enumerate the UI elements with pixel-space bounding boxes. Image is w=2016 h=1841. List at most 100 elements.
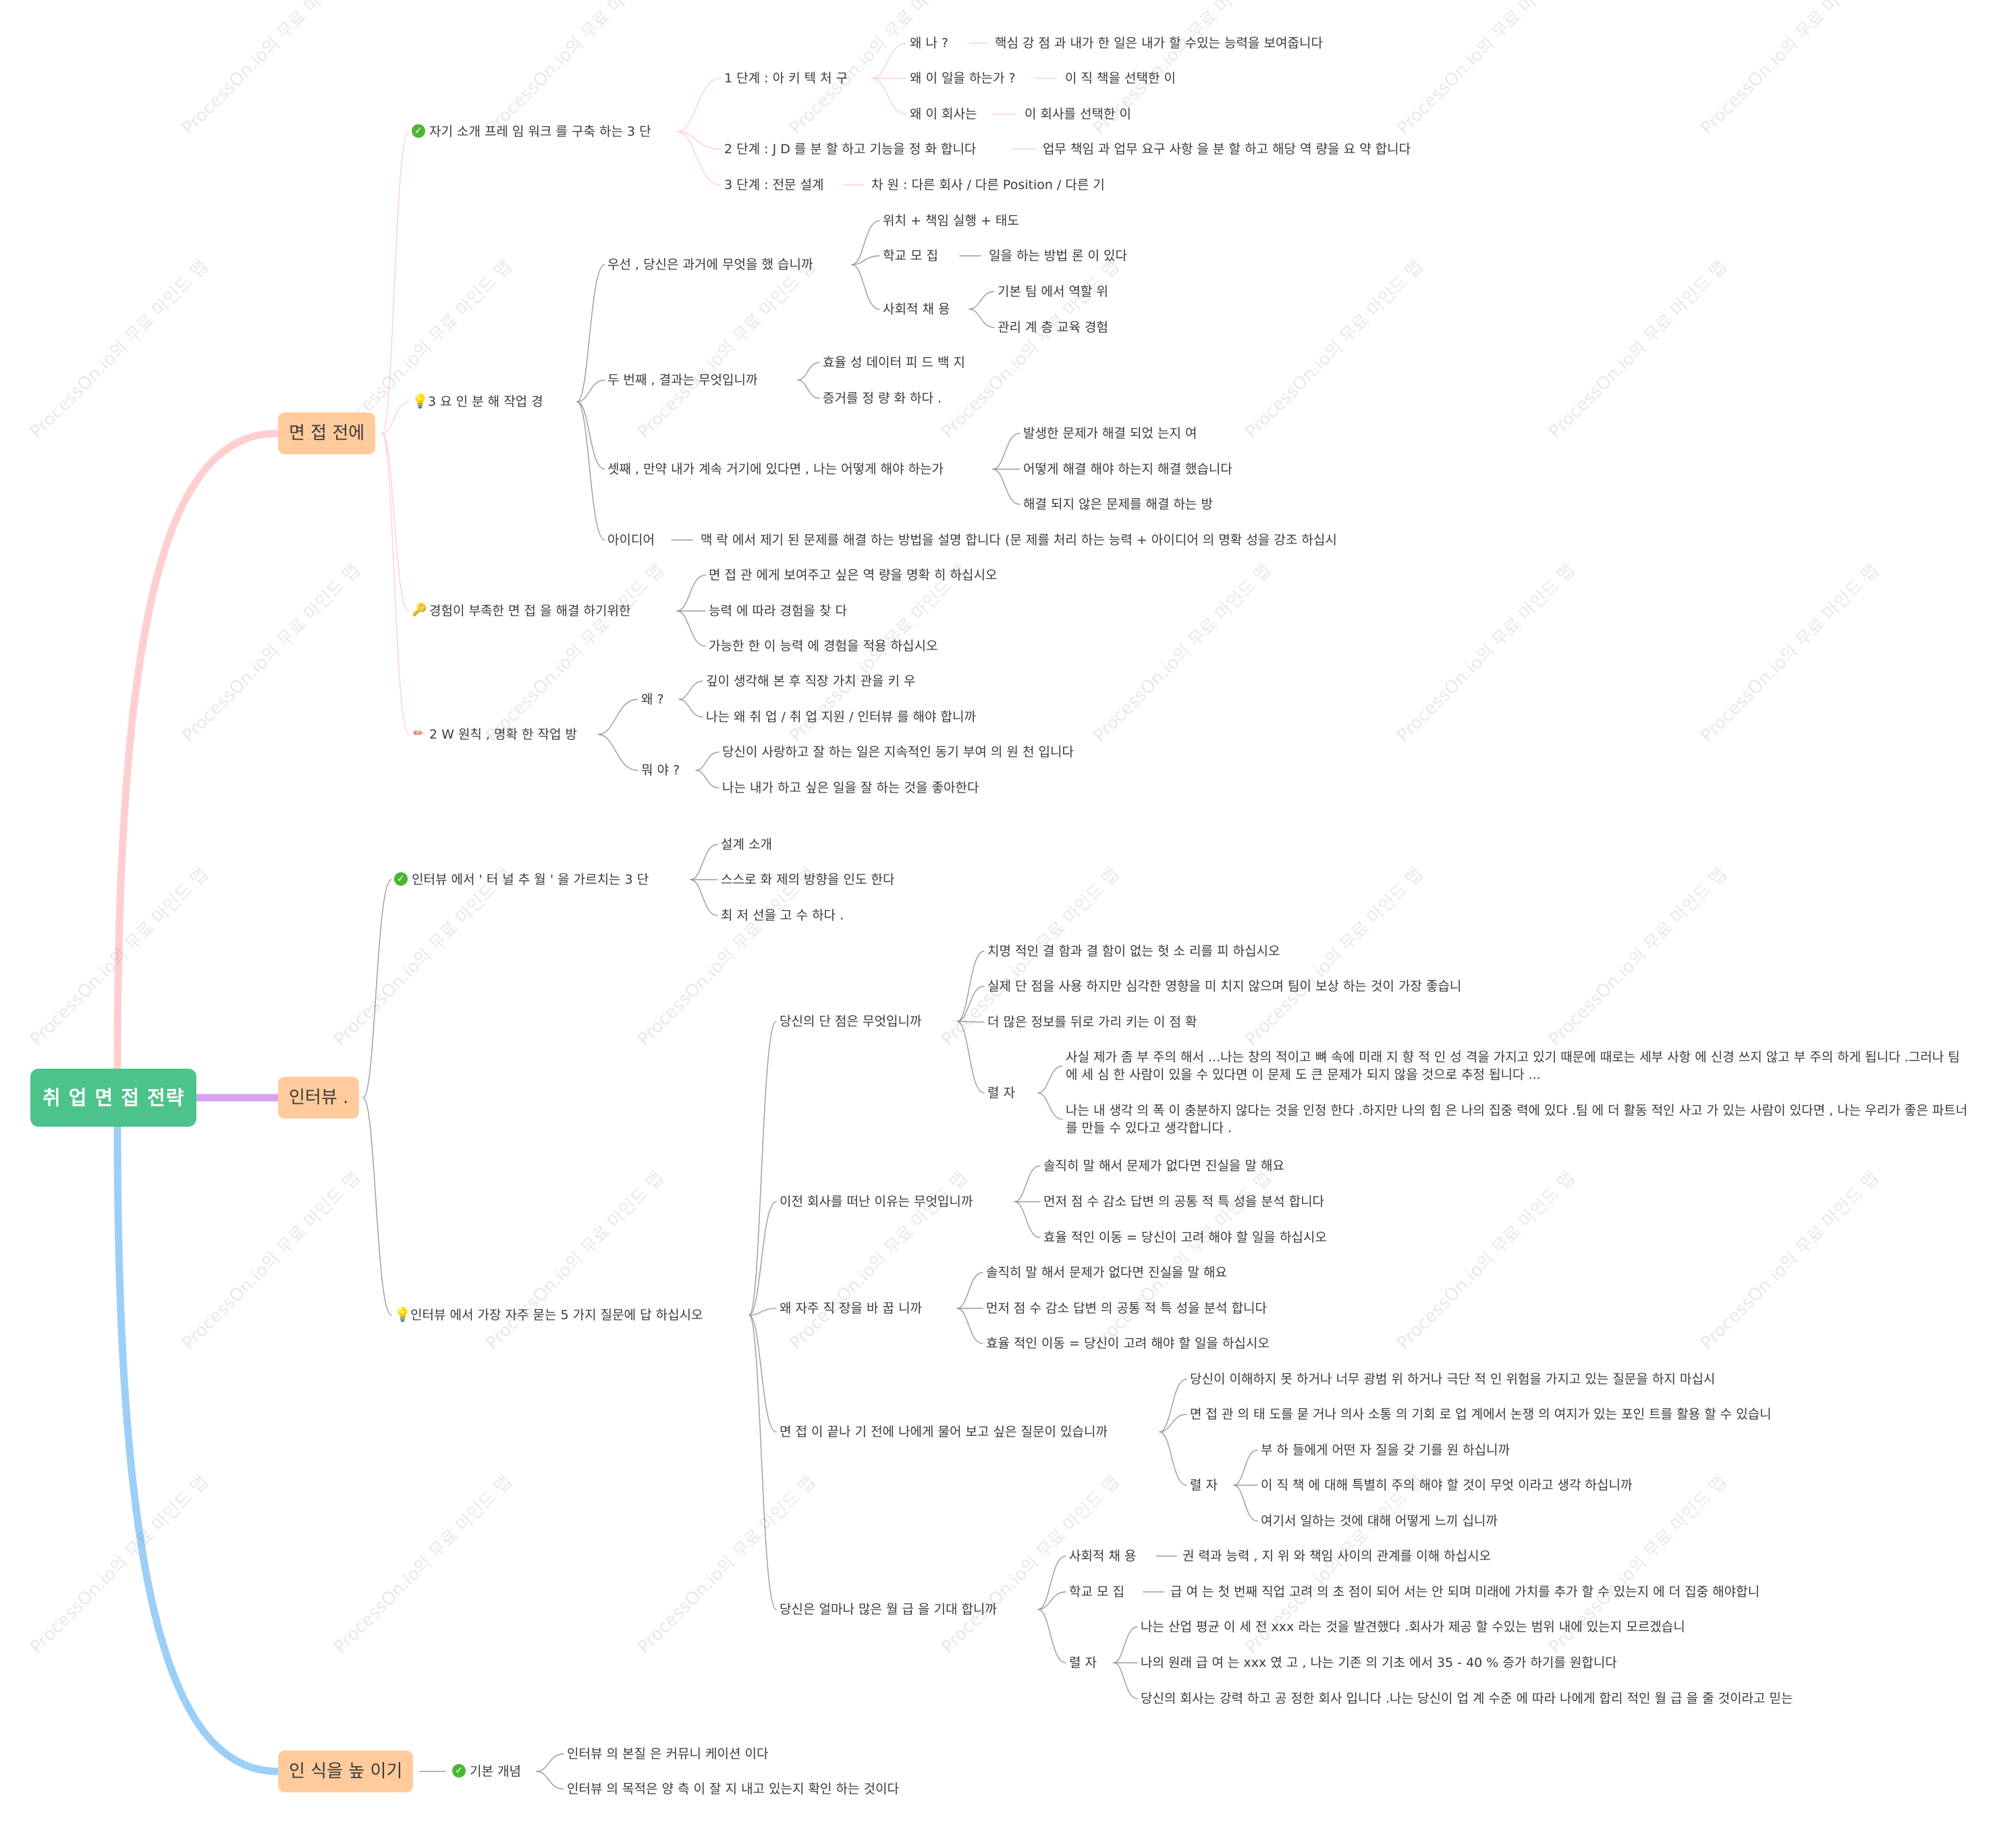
question-job-hopping[interactable]: 왜 자주 직 장을 바 꿉 니까 [780, 1301, 923, 1316]
node-problem-solved[interactable]: 발생한 문제가 해결 되었 는지 여 [1023, 426, 1197, 441]
node-clarify-competency[interactable]: 면 접 관 에게 보여주고 싶은 역 량을 명확 히 하십시오 [709, 568, 998, 583]
topic-2w-principle[interactable]: ✏2 W 원칙 , 명확 한 작업 방 [412, 726, 577, 743]
node-why-this-company[interactable]: 왜 이 회사는 [910, 107, 977, 122]
question-any-questions[interactable]: 면 접 이 끝나 기 전에 나에게 물어 보고 싶은 질문이 있습니까 [780, 1424, 1108, 1439]
connector-line [871, 43, 907, 79]
connector-line [676, 131, 721, 150]
node-social-recruit[interactable]: 사회적 채 용 [883, 302, 950, 317]
connector-line [969, 309, 995, 328]
connector-line [676, 610, 706, 647]
node-campus-recruit-answer[interactable]: 일을 하는 방법 론 이 있다 [989, 248, 1127, 263]
node-bottom-line[interactable]: 최 저 선을 고 수 하다 . [721, 908, 844, 923]
node-weakness-example[interactable]: 렬 자 [987, 1086, 1015, 1100]
node-purpose-interview[interactable]: 인터뷰 의 목적은 양 측 이 잘 지 내고 있는지 확인 하는 것이다 [567, 1782, 899, 1796]
node-design-intro[interactable]: 설계 소개 [721, 837, 772, 852]
connector-line [536, 1771, 564, 1790]
connector-line [381, 433, 410, 735]
topic-basic-concept[interactable]: ✓기본 개념 [452, 1763, 521, 1780]
node-why-this-job[interactable]: 왜 이 일을 하는가 ? [910, 71, 1016, 86]
node-work-values[interactable]: 깊이 생각해 본 후 직장 가치 관을 키 우 [706, 674, 916, 689]
node-why-me[interactable]: 왜 나 ? [910, 36, 949, 51]
node-feel-working[interactable]: 여기서 일하는 것에 대해 어떻게 느끼 십니까 [1261, 1514, 1498, 1528]
question-leave-company[interactable]: 이전 회사를 떠난 이유는 무엇입니까 [780, 1194, 973, 1209]
node-hop-analyze[interactable]: 먼저 점 수 감소 답변 의 공통 적 특 성을 분석 합니다 [986, 1301, 1268, 1316]
node-why-me-answer[interactable]: 핵심 강 점 과 내가 한 일은 내가 할 수있는 능력을 보여줍니다 [995, 36, 1323, 51]
node-salary-example-1[interactable]: 나는 산업 평균 이 세 전 xxx 라는 것을 발견했다 .회사가 제공 할 … [1141, 1620, 1685, 1634]
node-step3[interactable]: 3 단계 : 전문 설계 [724, 178, 824, 192]
pencil-icon: ✏ [413, 726, 424, 741]
node-management-exp[interactable]: 관리 계 층 교육 경험 [998, 320, 1108, 335]
node-salary-example[interactable]: 렬 자 [1069, 1655, 1097, 1670]
node-step2-answer[interactable]: 업무 책임 과 업무 요구 사항 을 분 할 하고 해당 역 량을 요 약 합니… [1043, 142, 1411, 157]
node-weakness-avoid[interactable]: 치명 적인 결 함과 결 함이 없는 헛 소 리를 피 하십시오 [987, 944, 1280, 959]
node-unsolved-problem[interactable]: 해결 되지 않은 문제를 해결 하는 방 [1023, 497, 1213, 512]
node-idea[interactable]: 아이디어 [607, 533, 655, 548]
node-step1[interactable]: 1 단계 : 아 키 텍 처 구 [724, 71, 848, 86]
node-efficiency-data[interactable]: 효율 성 데이터 피 드 백 지 [823, 355, 966, 370]
node-salary-social[interactable]: 사회적 채 용 [1069, 1549, 1137, 1564]
connector-root-to-before [113, 429, 282, 1074]
node-find-experience[interactable]: 능력 에 따라 경험을 찾 다 [709, 604, 847, 618]
node-weakness-example-1[interactable]: 사실 제가 좀 부 주의 해서 ...나는 창의 적이고 뼈 속에 미래 지 향… [1066, 1050, 1960, 1082]
node-campus-recruit[interactable]: 학교 모 집 [883, 248, 938, 263]
node-quantify-evidence[interactable]: 증거를 정 량 화 하다 . [823, 391, 942, 406]
node-like-doing-well[interactable]: 나는 내가 하고 싶은 일을 잘 하는 것을 좋아한다 [722, 780, 979, 795]
node-hop-efficient[interactable]: 효율 적인 이동 = 당신이 고려 해야 할 일을 하십시오 [986, 1336, 1270, 1351]
node-lead-topic[interactable]: 스스로 화 제의 방향을 인도 한다 [721, 872, 895, 887]
branch-interview[interactable]: 인터뷰 . [278, 1077, 360, 1119]
node-how-to-solve[interactable]: 어떻게 해결 해야 하는지 해결 했습니다 [1023, 462, 1232, 477]
node-why[interactable]: 왜 ? [641, 692, 664, 707]
node-subordinate-quality[interactable]: 부 하 들에게 어떤 자 질을 갖 기를 원 하십니까 [1261, 1443, 1510, 1458]
node-salary-example-3[interactable]: 당신의 회사는 강력 하고 공 정한 회사 입니다 .나는 당신이 업 계 수준… [1141, 1691, 1793, 1706]
node-what[interactable]: 뭐 야 ? [641, 763, 680, 778]
topic-tunnel-overtake[interactable]: ✓인터뷰 에서 ' 터 널 추 월 ' 을 가르치는 3 단 [394, 871, 649, 888]
node-basic-team-role[interactable]: 기본 팀 에서 역할 위 [998, 284, 1108, 299]
check-circle-icon: ✓ [452, 1763, 466, 1778]
node-why-this-company-answer[interactable]: 이 회사를 선택한 이 [1025, 107, 1131, 122]
node-why-job[interactable]: 나는 왜 취 업 / 취 업 지원 / 인터뷰 를 해야 합니까 [706, 710, 976, 724]
node-apply-experience[interactable]: 가능한 한 이 능력 에 경험을 적용 하십시오 [709, 639, 938, 653]
node-first-past[interactable]: 우선 , 당신은 과거에 무엇을 했 습니까 [607, 257, 813, 272]
connector-line [748, 1308, 777, 1316]
node-salary-social-answer[interactable]: 권 력과 능력 , 지 위 와 책임 사이의 관계를 이해 하십시오 [1182, 1549, 1492, 1564]
connector-line [576, 379, 605, 402]
node-third-if-stayed[interactable]: 셋째 , 만약 내가 계속 거기에 있다면 , 나는 어떻게 해야 하는가 [607, 462, 944, 477]
node-weakness-info[interactable]: 더 많은 정보를 뒤로 가리 키는 이 점 확 [987, 1015, 1197, 1030]
node-salary-campus-answer[interactable]: 급 여 는 첫 번째 직업 고려 의 초 점이 되어 서는 안 되며 미래에 가… [1170, 1584, 1760, 1599]
node-salary-campus[interactable]: 학교 모 집 [1069, 1584, 1124, 1599]
node-weakness-real[interactable]: 실제 단 점을 사용 하지만 심각한 영향을 미 치지 않으며 팀이 보상 하는… [987, 979, 1462, 994]
node-weakness-example-2[interactable]: 나는 내 생각 의 폭 이 충분하지 않다는 것을 인정 한다 .하지만 나의 … [1066, 1103, 1968, 1136]
node-leave-efficient[interactable]: 효율 적인 이동 = 당신이 고려 해야 할 일을 하십시오 [1043, 1230, 1327, 1245]
question-salary[interactable]: 당신은 얼마나 많은 월 급 을 기대 합니까 [780, 1602, 997, 1617]
topic-lack-experience[interactable]: 🔑경험이 부족한 면 접 을 해결 하기위한 [412, 602, 631, 618]
node-step2[interactable]: 2 단계 : J D 를 분 할 하고 기능을 정 화 합니다 [724, 142, 977, 157]
branch-raise-awareness[interactable]: 인 식을 높 이기 [278, 1751, 414, 1792]
node-why-this-job-answer[interactable]: 이 직 책을 선택한 이 [1065, 71, 1176, 86]
branch-before-interview[interactable]: 면 접 전에 [278, 412, 376, 454]
node-second-result[interactable]: 두 번째 , 결과는 무엇입니까 [607, 373, 758, 388]
question-weakness[interactable]: 당신의 단 점은 무엇입니까 [780, 1014, 922, 1029]
connector-line [956, 1021, 985, 1023]
node-leave-analyze[interactable]: 먼저 점 수 감소 답변 의 공통 적 특 성을 분석 합니다 [1043, 1194, 1325, 1209]
node-hop-honest[interactable]: 솔직히 말 해서 문제가 없다면 진실을 말 해요 [986, 1265, 1227, 1280]
node-salary-example-2[interactable]: 나의 원래 급 여 는 xxx 였 고 , 나는 기존 의 기초 에서 35 -… [1141, 1655, 1617, 1670]
topic-five-questions[interactable]: 💡인터뷰 에서 가장 자주 묻는 5 가지 질문에 답 하십시오 [394, 1306, 703, 1323]
node-leave-honest[interactable]: 솔직히 말 해서 문제가 없다면 진실을 말 해요 [1043, 1158, 1284, 1173]
node-dont-ask[interactable]: 당신이 이해하지 못 하거나 너무 광범 위 하거나 극단 적 인 위험을 가지… [1190, 1372, 1716, 1387]
topic-self-intro-framework[interactable]: ✓자기 소개 프레 임 워크 를 구축 하는 3 단 [412, 123, 651, 140]
node-step3-answer[interactable]: 차 원 : 다른 회사 / 다른 Position / 다른 기 [871, 178, 1105, 192]
connector-line [1159, 1379, 1187, 1433]
connector-line [1159, 1431, 1187, 1486]
node-essence-communication[interactable]: 인터뷰 의 본질 은 커뮤니 케이션 이다 [567, 1746, 769, 1761]
node-position-attention[interactable]: 이 직 책 에 대해 특별히 주의 해야 할 것이 무엇 이라고 생각 하십니까 [1261, 1478, 1633, 1493]
node-idea-answer[interactable]: 맥 락 에서 제기 된 문제를 해결 하는 방법을 설명 합니다 (문 제를 처… [701, 533, 1337, 548]
root-node[interactable]: 취 업 면 접 전략 [30, 1069, 197, 1127]
node-questions-example[interactable]: 렬 자 [1190, 1478, 1218, 1493]
node-motivation-source[interactable]: 당신이 사랑하고 잘 하는 일은 지속적인 동기 부여 의 원 천 입니다 [722, 745, 1074, 759]
node-position-responsibility[interactable]: 위치 + 책임 실행 + 태도 [883, 213, 1019, 228]
connector-line [1037, 1609, 1066, 1663]
node-ask-attitude[interactable]: 면 접 관 의 태 도를 묻 거나 의사 소통 의 기회 로 업 계에서 논쟁 … [1190, 1407, 1772, 1422]
topic-three-factor[interactable]: 💡3 요 인 분 해 작업 경 [412, 392, 543, 410]
